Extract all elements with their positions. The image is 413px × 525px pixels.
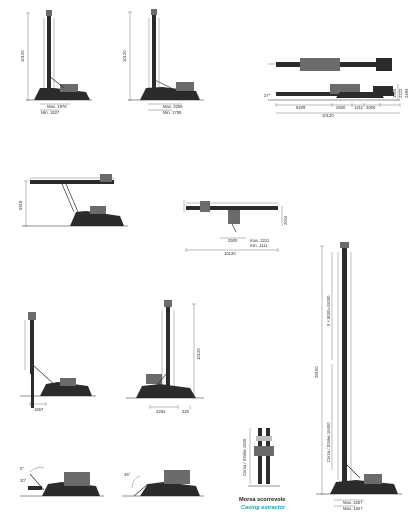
fig1-reach-min: Min. 1827: [41, 110, 60, 115]
fig9-angle-1: 0°: [20, 466, 24, 471]
fig6-depth: 1557: [34, 407, 44, 412]
view-boom-extension: 2044 2500 max. 3211 min. 1111 10120: [183, 200, 288, 256]
fig2-reach-min: Min. 1708: [163, 110, 182, 115]
view-mast-vertical-2: 10120 Max. 3256 Min. 1708: [122, 9, 204, 115]
fig3-seg1: 6409: [296, 105, 306, 110]
view-mast-vertical-1: 10120 Max. 2978 Min. 1827: [20, 10, 92, 115]
fig3-w2: 2222: [398, 88, 403, 98]
fig7-offset: 320: [182, 409, 190, 414]
fig1-reach-max: Max. 2978: [47, 104, 67, 109]
fig5-max: max. 3211: [250, 238, 270, 243]
view-transport-plan: 6409 2500 1211 2000 10120 1500 2222 2493…: [264, 58, 409, 118]
fig9-angle-2: 20°: [20, 478, 27, 483]
fig10-angle: 45°: [124, 472, 131, 477]
view-casing-extractor: Corsa / Stroke 1500 Morsa scorrevole Cas…: [239, 428, 286, 511]
fig3-seg4: 2000: [366, 105, 376, 110]
fig2-reach-max: Max. 3256: [163, 104, 183, 109]
fig3-seg3: 1211: [354, 105, 364, 110]
fig8-reach-max: Max. 3257: [343, 500, 363, 505]
fig1-height-label: 10120: [20, 50, 25, 62]
fig8-stroke2: Corsa / Stroke 16400: [326, 422, 331, 462]
fig11-stroke: Corsa / Stroke 1500: [242, 438, 247, 476]
fig7-base: 2284: [156, 409, 166, 414]
fig5-height-label: 2044: [283, 215, 288, 225]
fig8-reach-min: Max. 1827: [343, 506, 363, 511]
fig3-w3: 2493: [404, 88, 409, 98]
view-vertical-mast-clamp: 10120 2284 320: [126, 300, 204, 414]
view-extended-mast: 28150 3 × 8000=15000 Corsa / Stroke 1640…: [314, 242, 402, 511]
fig3-overall: 10120: [322, 113, 334, 118]
fig8-stroke1: 3 × 8000=15000: [326, 295, 331, 326]
fig8-height-label: 28150: [314, 366, 319, 378]
fig5-length: 10120: [224, 251, 236, 256]
fig4-height-label: 5918: [18, 200, 23, 210]
casing-extractor-caption-en: Casing extractor: [241, 505, 286, 511]
view-horizontal-boom: 5918: [18, 174, 128, 227]
fig5-reach: 2500: [228, 238, 238, 243]
fig7-height-label: 10120: [196, 348, 201, 360]
view-tilt-detail-left: 0° 20°: [20, 466, 104, 497]
fig3-angle: 27°: [264, 93, 271, 98]
view-short-mast-tilted: 1557: [20, 312, 96, 412]
fig3-seg2: 2500: [336, 105, 346, 110]
fig5-min: min. 1111: [250, 243, 268, 248]
fig3-w1: 1500: [392, 88, 397, 98]
casing-extractor-caption-it: Morsa scorrevole: [239, 497, 285, 503]
fig2-height-label: 10120: [122, 50, 127, 62]
view-tilt-detail-center: 45°: [122, 470, 204, 497]
